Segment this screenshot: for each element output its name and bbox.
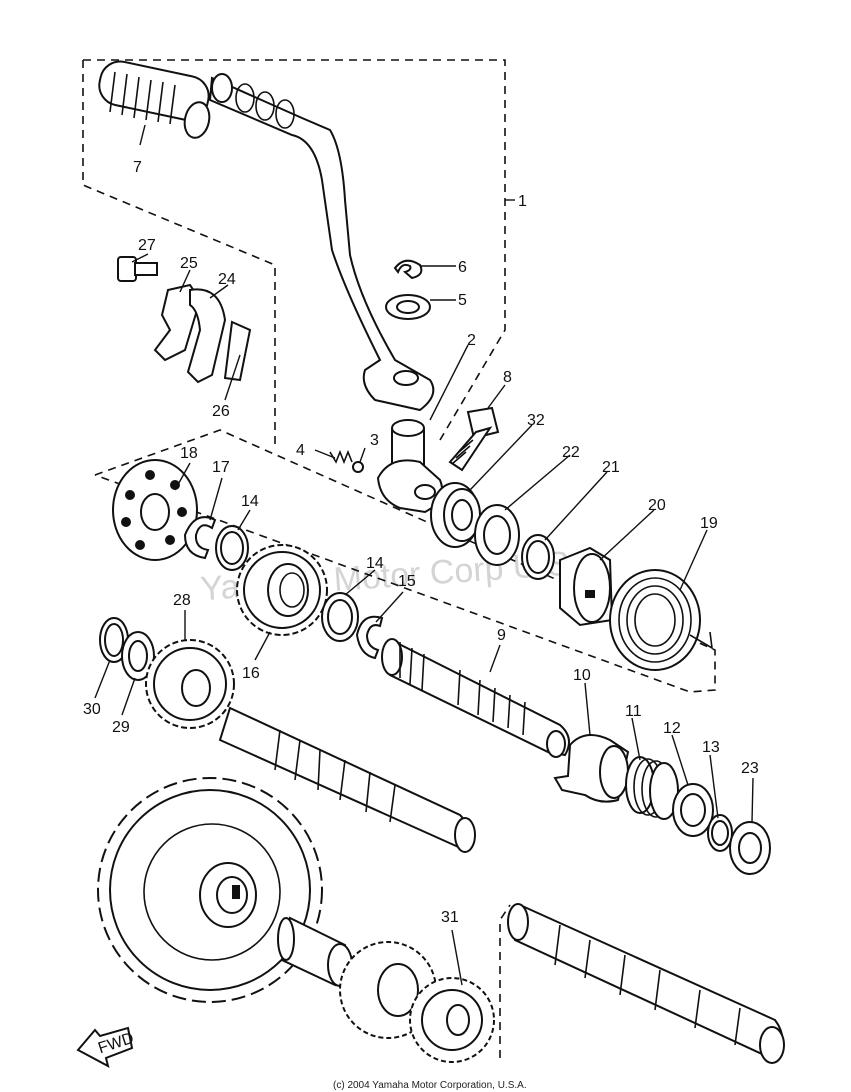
spring-11 bbox=[625, 756, 679, 820]
bolt-27 bbox=[117, 256, 158, 282]
callout-12: 12 bbox=[663, 720, 681, 737]
callout-25: 25 bbox=[180, 255, 198, 272]
callout-26: 26 bbox=[212, 403, 230, 420]
gear-31 bbox=[409, 977, 495, 1063]
callout-30: 30 bbox=[83, 701, 101, 718]
plate-18 bbox=[112, 459, 198, 561]
kick-grip bbox=[98, 60, 211, 139]
callout-16: 16 bbox=[242, 665, 260, 682]
callout-8: 8 bbox=[503, 369, 512, 386]
bolt-8 bbox=[448, 406, 500, 472]
washer-23 bbox=[729, 821, 771, 875]
bushing-32 bbox=[430, 482, 481, 548]
washer-5 bbox=[385, 294, 431, 320]
clutch-housing bbox=[97, 777, 323, 1003]
callout-9: 9 bbox=[497, 627, 506, 644]
plate-26 bbox=[223, 320, 252, 382]
callout-14a: 14 bbox=[241, 493, 259, 510]
callout-29: 29 bbox=[112, 719, 130, 736]
circlip-30 bbox=[99, 617, 129, 663]
copyright-text: (c) 2004 Yamaha Motor Corporation, U.S.A… bbox=[333, 1080, 527, 1091]
torsion-spring-19 bbox=[609, 569, 713, 671]
ball-3 bbox=[352, 461, 364, 473]
circlip-17 bbox=[183, 516, 217, 560]
circlip-13 bbox=[707, 814, 733, 852]
spring-4 bbox=[329, 449, 353, 465]
callout-13: 13 bbox=[702, 739, 720, 756]
callout-18: 18 bbox=[180, 445, 198, 462]
kick-axle-9 bbox=[381, 638, 570, 758]
fwd-arrow-icon: FWD bbox=[76, 1026, 136, 1068]
callout-14b: 14 bbox=[366, 555, 384, 572]
callout-7: 7 bbox=[133, 159, 142, 176]
circlip-6 bbox=[393, 259, 423, 280]
washer-14b bbox=[321, 592, 359, 642]
washer-22 bbox=[474, 504, 520, 566]
group-outline-kick-axle bbox=[94, 429, 716, 693]
callout-15: 15 bbox=[398, 573, 416, 590]
leader-lines bbox=[94, 124, 754, 986]
callout-21: 21 bbox=[602, 459, 620, 476]
kick-crank bbox=[208, 73, 435, 412]
callout-1: 1 bbox=[518, 193, 527, 210]
callout-17: 17 bbox=[212, 459, 230, 476]
callout-28: 28 bbox=[173, 592, 191, 609]
gear-28 bbox=[145, 639, 235, 729]
callout-4: 4 bbox=[296, 442, 305, 459]
group-outline-shafts bbox=[499, 904, 511, 1058]
callout-22: 22 bbox=[562, 444, 580, 461]
callout-10: 10 bbox=[573, 667, 591, 684]
washer-12 bbox=[672, 783, 714, 837]
callout-3: 3 bbox=[370, 432, 379, 449]
drive-axle bbox=[507, 903, 785, 1064]
kick-boss-2 bbox=[376, 419, 444, 514]
callout-2: 2 bbox=[467, 332, 476, 349]
washer-14a bbox=[215, 525, 249, 571]
callout-32: 32 bbox=[527, 412, 545, 429]
circlip-21 bbox=[521, 534, 555, 580]
callout-6: 6 bbox=[458, 259, 467, 276]
callout-31: 31 bbox=[441, 909, 459, 926]
callout-5: 5 bbox=[458, 292, 467, 309]
washer-29 bbox=[121, 631, 155, 681]
spring-guide-20 bbox=[559, 546, 614, 627]
callout-11: 11 bbox=[625, 703, 642, 720]
callout-23: 23 bbox=[741, 760, 759, 777]
group-outline-kick-crank bbox=[82, 59, 506, 450]
circlip-15 bbox=[355, 615, 384, 660]
callout-27: 27 bbox=[138, 237, 156, 254]
main-axle bbox=[218, 706, 476, 853]
ratchet-10 bbox=[553, 734, 630, 803]
plate-24 bbox=[186, 288, 227, 384]
gear-16 bbox=[236, 544, 328, 636]
callout-19: 19 bbox=[700, 515, 718, 532]
callout-24: 24 bbox=[218, 271, 236, 288]
callout-20: 20 bbox=[648, 497, 666, 514]
